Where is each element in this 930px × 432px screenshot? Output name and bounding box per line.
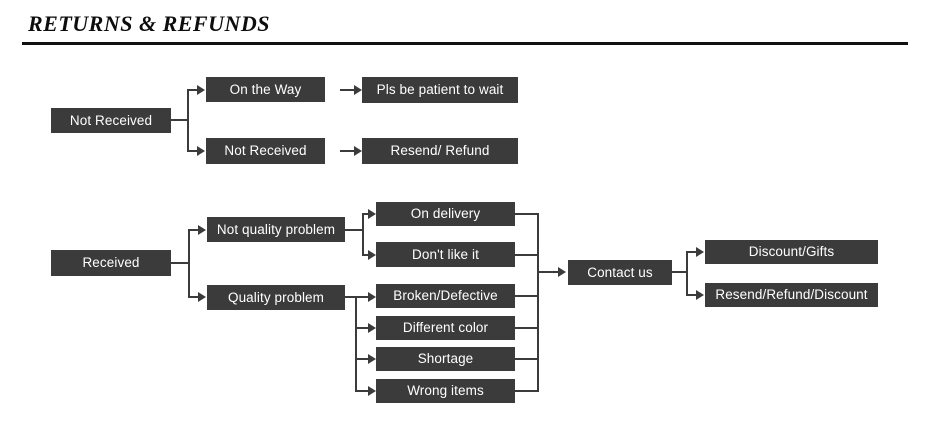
connector-received-to-not-quality	[188, 229, 199, 231]
connector-wrong-items-merge	[515, 390, 539, 392]
arrowhead-discount-gifts	[696, 247, 704, 257]
connector-received-to-quality	[188, 296, 199, 298]
connector-not-received-to-on-the-way	[187, 89, 198, 91]
connector-quality-to-wrong-items	[355, 390, 369, 392]
node-dont-like-it: Don't like it	[376, 242, 515, 267]
node-contact-us: Contact us	[568, 260, 672, 285]
arrowhead-quality-problem	[198, 292, 206, 302]
connector-received-stub	[171, 262, 189, 264]
connector-different-color-merge	[515, 327, 539, 329]
node-quality-problem: Quality problem	[207, 285, 345, 310]
connector-received-bus	[188, 229, 190, 298]
arrowhead-resend-refund-discount	[696, 290, 704, 300]
arrowhead-on-the-way	[197, 85, 205, 95]
arrowhead-pls-wait	[354, 85, 362, 95]
arrowhead-not-received-child	[197, 146, 205, 156]
title-divider	[22, 42, 908, 45]
arrowhead-wrong-items	[368, 386, 376, 396]
connector-quality-bus	[355, 296, 357, 391]
page-title: RETURNS & REFUNDS	[28, 11, 271, 36]
node-shortage: Shortage	[376, 347, 515, 371]
connector-not-received-bus	[187, 89, 189, 151]
node-on-the-way: On the Way	[206, 77, 325, 102]
node-not-received-root: Not Received	[51, 108, 171, 133]
connector-shortage-merge	[515, 358, 539, 360]
page-header: RETURNS & REFUNDS	[0, 0, 930, 46]
connector-on-delivery-merge	[515, 213, 539, 215]
connector-contact-us-bus	[686, 251, 688, 295]
arrowhead-shortage	[368, 354, 376, 364]
node-broken-defective: Broken/Defective	[376, 284, 515, 308]
connector-not-quality-bus	[362, 213, 364, 256]
arrowhead-contact-us	[558, 267, 566, 277]
arrowhead-resend-refund	[354, 146, 362, 156]
connector-not-quality-stub	[345, 229, 363, 231]
arrowhead-not-quality-problem	[198, 225, 206, 235]
node-not-quality-problem: Not quality problem	[207, 217, 345, 242]
connector-not-received-to-not-received	[187, 150, 198, 152]
connector-not-quality-to-dont-like-it	[362, 254, 369, 256]
connector-quality-stub	[345, 296, 356, 298]
node-on-delivery: On delivery	[376, 202, 515, 226]
arrowhead-different-color	[368, 323, 376, 333]
connector-quality-to-broken	[355, 296, 369, 298]
node-not-received-child: Not Received	[206, 138, 325, 164]
connector-contact-us-to-resend-refund-discount	[686, 294, 697, 296]
node-resend-refund-discount: Resend/Refund/Discount	[705, 283, 878, 307]
node-different-color: Different color	[376, 316, 515, 340]
connector-quality-to-different-color	[355, 327, 369, 329]
arrowhead-dont-like-it	[368, 250, 376, 260]
connector-contact-us-stub	[672, 271, 688, 273]
connector-dont-like-it-merge	[515, 254, 539, 256]
node-resend-refund: Resend/ Refund	[362, 138, 518, 164]
connector-not-received-stub	[171, 119, 188, 121]
connector-broken-merge	[515, 295, 539, 297]
connector-reasons-merge-bus	[537, 213, 539, 392]
node-pls-be-patient-to-wait: Pls be patient to wait	[362, 77, 518, 103]
node-received-root: Received	[51, 250, 171, 276]
connector-contact-us-to-discount-gifts	[686, 251, 697, 253]
connector-not-quality-to-on-delivery	[362, 213, 369, 215]
connector-not-received-to-resend-refund	[340, 150, 355, 152]
connector-merge-to-contact-us	[537, 271, 559, 273]
arrowhead-on-delivery	[368, 209, 376, 219]
arrowhead-broken-defective	[368, 292, 376, 302]
node-wrong-items: Wrong items	[376, 379, 515, 403]
connector-on-the-way-to-pls-wait	[340, 89, 355, 91]
connector-quality-to-shortage	[355, 358, 369, 360]
node-discount-gifts: Discount/Gifts	[705, 240, 878, 264]
